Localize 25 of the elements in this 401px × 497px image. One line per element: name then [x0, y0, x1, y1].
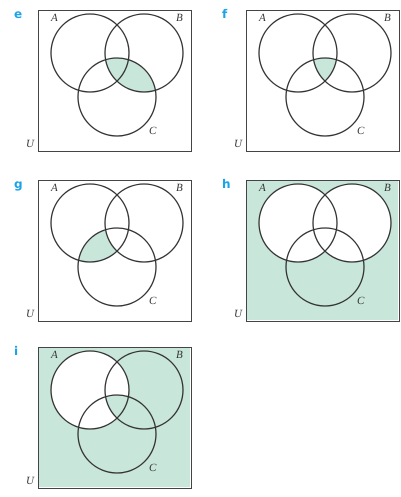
set-label: C — [149, 463, 156, 474]
panel-letter: g — [14, 178, 23, 190]
set-label: B — [176, 183, 183, 194]
set-label: C — [357, 296, 364, 307]
universal-set-label: U — [234, 139, 242, 150]
panel-letter: e — [14, 8, 22, 20]
set-label: B — [176, 350, 183, 361]
set-label: A — [259, 183, 266, 194]
set-label: B — [384, 13, 391, 24]
panel-letter: h — [222, 178, 231, 190]
set-label: B — [384, 183, 391, 194]
set-label: A — [259, 13, 266, 24]
panel-letter: f — [222, 8, 228, 20]
set-label: A — [51, 13, 58, 24]
set-label: C — [149, 126, 156, 137]
set-label: A — [51, 350, 58, 361]
set-label: C — [149, 296, 156, 307]
set-label: C — [357, 126, 364, 137]
universal-set-label: U — [26, 309, 34, 320]
universal-set-label: U — [26, 476, 34, 487]
set-label: A — [51, 183, 58, 194]
universal-set-label: U — [234, 309, 242, 320]
universal-set-label: U — [26, 139, 34, 150]
set-label: B — [176, 13, 183, 24]
panel-letter: i — [14, 345, 18, 357]
